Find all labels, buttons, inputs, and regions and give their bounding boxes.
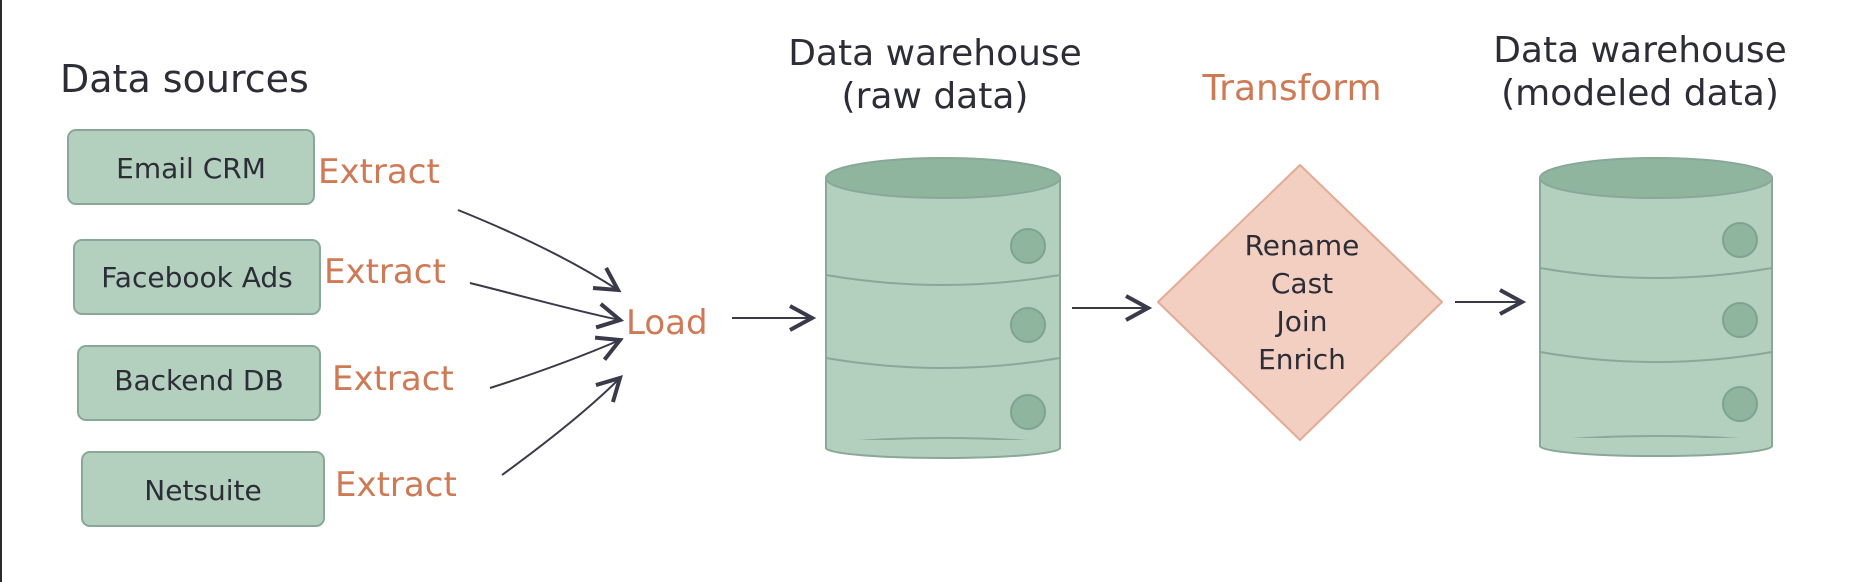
warehouse-modeled-cylinder [1539, 157, 1773, 457]
source-label: Email CRM [116, 152, 266, 185]
disk-indicator [1010, 307, 1046, 343]
transform-step: Enrich [1258, 343, 1346, 376]
heading-warehouse-raw-sub: (raw data) [842, 76, 1029, 117]
transform-step: Rename [1245, 229, 1360, 262]
source-node-email-crm: Email CRM [67, 129, 315, 205]
source-node-backend-db: Backend DB [77, 345, 321, 421]
load-label: Load [626, 303, 708, 343]
disk-indicator [1722, 222, 1758, 258]
disk-indicator [1010, 228, 1046, 264]
source-node-facebook-ads: Facebook Ads [73, 239, 321, 315]
source-label: Backend DB [114, 364, 283, 397]
arrow-backend-to-load [489, 340, 620, 389]
heading-warehouse-modeled-sub: (modeled data) [1501, 73, 1779, 114]
transform-step: Join [1275, 305, 1328, 338]
extract-arrows [457, 209, 620, 476]
heading-data-sources: Data sources [60, 57, 309, 101]
source-label: Netsuite [144, 474, 261, 507]
extract-label: Extract [318, 152, 440, 192]
extract-label: Extract [335, 465, 457, 505]
arrow-facebook-to-load [469, 282, 620, 320]
disk-indicator [1722, 386, 1758, 422]
heading-warehouse-raw: Data warehouse [788, 33, 1082, 74]
warehouse-raw-cylinder [825, 157, 1061, 459]
extract-label: Extract [332, 359, 454, 399]
source-label: Facebook Ads [101, 261, 293, 294]
disk-indicator [1722, 302, 1758, 338]
extract-label: Extract [324, 252, 446, 292]
transform-diamond: Rename Cast Join Enrich [1157, 164, 1443, 441]
arrow-netsuite-to-load [501, 378, 620, 476]
disk-indicator [1010, 394, 1046, 430]
heading-warehouse-modeled: Data warehouse [1493, 30, 1787, 71]
transform-step: Cast [1271, 267, 1333, 300]
arrow-email-to-load [457, 209, 618, 290]
source-node-netsuite: Netsuite [81, 451, 325, 527]
heading-transform: Transform [1201, 68, 1381, 109]
